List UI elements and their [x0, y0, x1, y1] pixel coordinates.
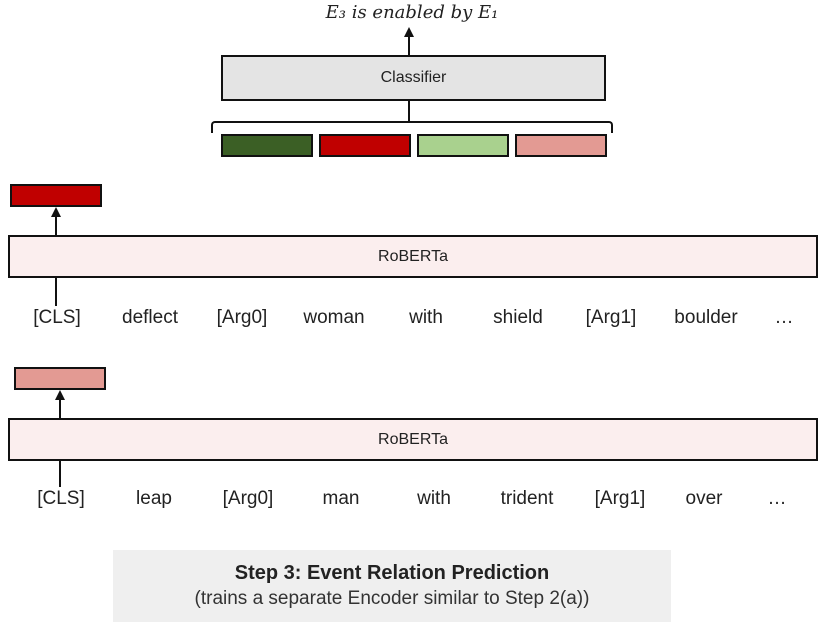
cls-arrow-line-1: [55, 215, 57, 235]
token: with: [417, 488, 451, 509]
token: woman: [303, 307, 365, 328]
bracket-connector: [408, 101, 410, 122]
cls-arrow-line-2: [59, 398, 61, 418]
encoder-label-1: RoBERTa: [378, 247, 448, 265]
cls-input-line-2: [59, 461, 61, 487]
concat-bracket: [211, 121, 613, 133]
token: [Arg1]: [594, 488, 646, 509]
cls-arrowhead-2: [55, 390, 65, 400]
cls-embedding-1: [10, 184, 102, 207]
token: trident: [500, 488, 554, 509]
token: shield: [493, 307, 543, 328]
embedding-block-light-green: [417, 134, 509, 157]
token: …: [767, 488, 787, 509]
step-caption: Step 3: Event Relation Prediction (train…: [113, 550, 671, 622]
token: with: [409, 307, 443, 328]
cls-input-line-1: [55, 278, 57, 306]
roberta-encoder-2: RoBERTa: [8, 418, 818, 461]
embedding-block-pink: [515, 134, 607, 157]
caption-title: Step 3: Event Relation Prediction: [234, 562, 550, 584]
token: [CLS]: [33, 307, 81, 328]
cls-arrowhead-1: [51, 207, 61, 217]
token: boulder: [674, 307, 738, 328]
classifier-box: Classifier: [221, 55, 606, 101]
token: [Arg1]: [585, 307, 637, 328]
token: deflect: [122, 307, 178, 328]
embedding-block-red: [319, 134, 411, 157]
caption-subtitle: (trains a separate Encoder similar to St…: [194, 588, 590, 609]
classifier-label: Classifier: [380, 69, 447, 86]
output-arrow-line: [408, 36, 410, 56]
token: …: [774, 307, 794, 328]
token: over: [685, 488, 723, 509]
relation-label: E₃ is enabled by E₁: [325, 2, 499, 23]
output-arrowhead: [404, 27, 414, 37]
token: [Arg0]: [222, 488, 274, 509]
token: man: [322, 488, 360, 509]
cls-embedding-2: [14, 367, 106, 390]
embedding-block-dark-green: [221, 134, 313, 157]
token: leap: [136, 488, 172, 509]
token: [Arg0]: [216, 307, 268, 328]
encoder-label-2: RoBERTa: [378, 430, 448, 448]
token: [CLS]: [37, 488, 85, 509]
roberta-encoder-1: RoBERTa: [8, 235, 818, 278]
